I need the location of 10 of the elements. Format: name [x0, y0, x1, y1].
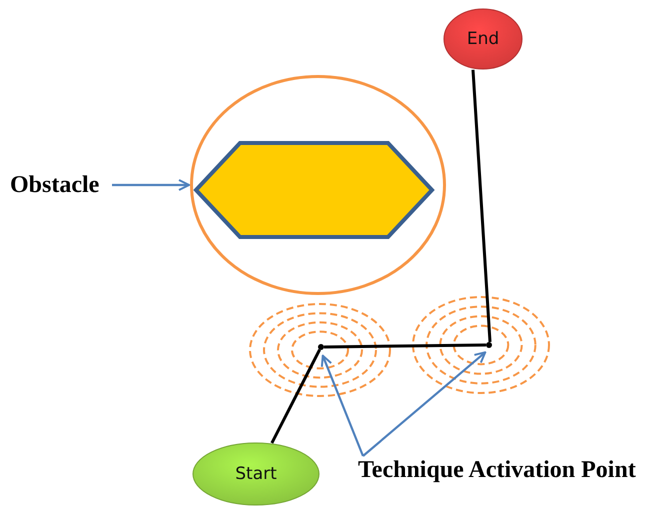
connector-line — [324, 344, 486, 348]
connector-line — [472, 70, 492, 342]
node-label: End — [466, 29, 500, 49]
arrow — [362, 351, 486, 457]
arrow — [112, 179, 190, 191]
connector-line — [270, 348, 321, 444]
activation-point-label: Technique Activation Point — [358, 456, 636, 485]
arrow — [320, 354, 364, 456]
node-label: Start — [235, 464, 277, 484]
obstacle-label: Obstacle — [10, 171, 100, 200]
